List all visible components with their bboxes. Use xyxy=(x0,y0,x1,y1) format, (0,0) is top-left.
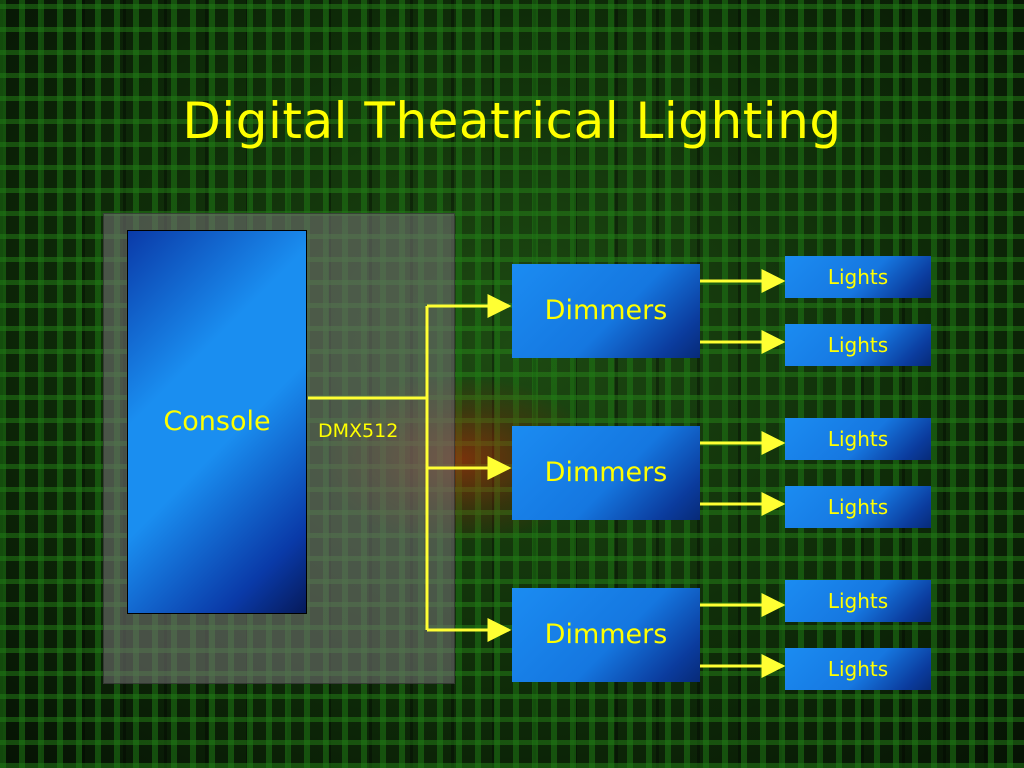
dimmer-label-1: Dimmers xyxy=(544,295,668,326)
title: Digital Theatrical Lighting xyxy=(182,92,842,150)
dimmer-label-2: Dimmers xyxy=(544,457,668,488)
light-box-1a xyxy=(785,256,931,298)
console-label: Console xyxy=(163,406,271,437)
light-label-2a: Lights xyxy=(827,427,889,451)
light-box-3a xyxy=(785,580,931,622)
dimmer-box-1 xyxy=(512,264,700,358)
light-box-3b xyxy=(785,648,931,690)
dimmer-label-3: Dimmers xyxy=(544,619,668,650)
light-label-3b: Lights xyxy=(827,657,889,681)
light-label-2b: Lights xyxy=(827,495,889,519)
light-label-1a: Lights xyxy=(827,265,889,289)
light-box-2a xyxy=(785,418,931,460)
dimmer-box-3 xyxy=(512,588,700,682)
light-box-1b xyxy=(785,324,931,366)
dimmer-box-2 xyxy=(512,426,700,520)
light-label-3a: Lights xyxy=(827,589,889,613)
console-box xyxy=(127,230,307,614)
light-label-1b: Lights xyxy=(827,333,889,357)
dmx512-label: DMX512 xyxy=(318,420,399,442)
light-box-2b xyxy=(785,486,931,528)
